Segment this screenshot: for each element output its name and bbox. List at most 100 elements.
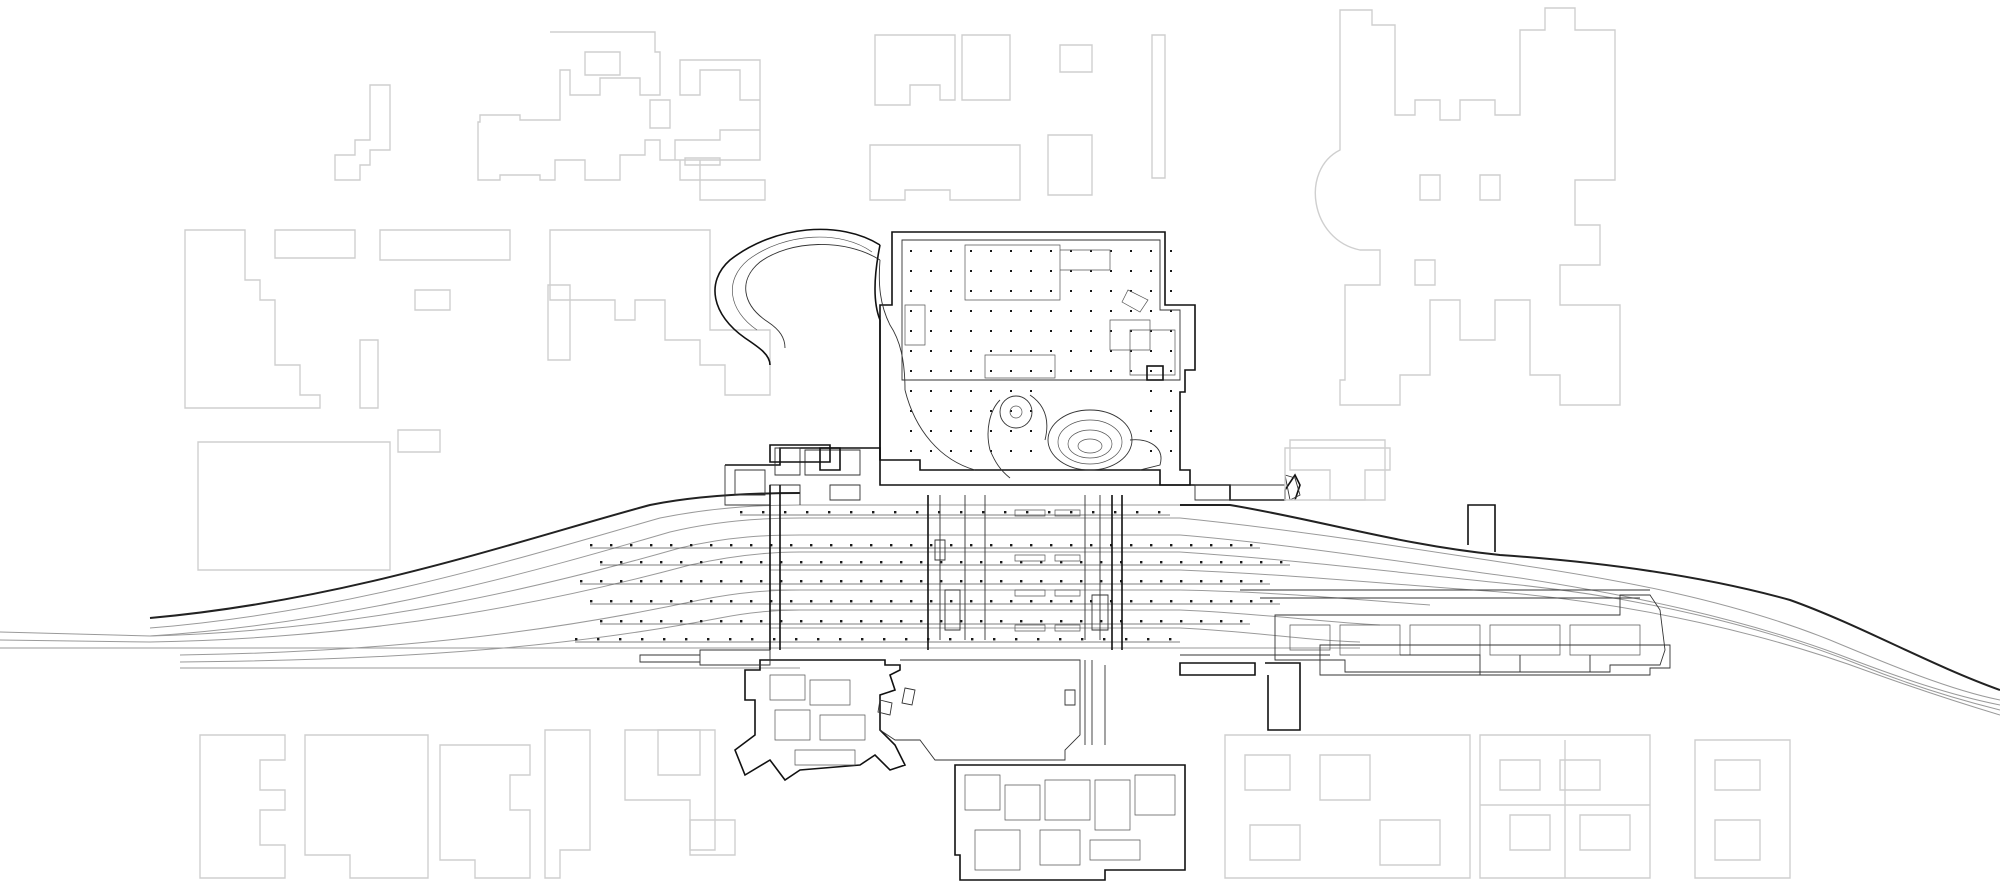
building-column (1030, 410, 1032, 412)
building-column (990, 350, 992, 352)
platform-column (1250, 600, 1253, 603)
platform-column (970, 544, 973, 547)
building-column (930, 430, 932, 432)
platform-column (861, 638, 864, 641)
platform-column (580, 580, 583, 583)
building-column (970, 290, 972, 292)
building-column (950, 370, 952, 372)
south-hall-west (734, 659, 907, 782)
platform-column (1150, 600, 1153, 603)
building-column (1050, 290, 1052, 292)
platform-column (730, 600, 733, 603)
atrium-ellipse-inner-1 (1057, 419, 1123, 465)
north-building-outline (879, 231, 1196, 486)
building-column (1110, 370, 1112, 372)
platform-column (751, 638, 754, 641)
round-stair-core (1009, 405, 1023, 419)
building-column (990, 410, 992, 412)
building-column (1050, 310, 1052, 312)
building-column (990, 290, 992, 292)
building-column (1050, 350, 1052, 352)
platform-column (1080, 620, 1083, 623)
building-column (930, 270, 932, 272)
platform-column (690, 544, 693, 547)
platform-column (1160, 580, 1163, 583)
east-platform-rooms (1289, 624, 1641, 656)
building-column (1170, 310, 1172, 312)
south-office-block (954, 764, 1186, 881)
platform-column (597, 638, 600, 641)
building-column (1170, 370, 1172, 372)
building-column (970, 330, 972, 332)
platform-column (949, 638, 952, 641)
platform-column (894, 511, 897, 514)
context-block-7 (184, 229, 321, 409)
building-column (1170, 250, 1172, 252)
track-west-7 (179, 609, 801, 663)
platform-column (1180, 561, 1183, 564)
building-column (930, 410, 932, 412)
track-north-1 (149, 504, 801, 629)
building-column (1130, 290, 1132, 292)
building-column (970, 410, 972, 412)
platform-column (940, 620, 943, 623)
platform-column (1140, 620, 1143, 623)
platform-column (890, 600, 893, 603)
track-east-6 (1179, 609, 1381, 626)
building-column (1150, 310, 1152, 312)
building-column (1050, 330, 1052, 332)
platform-column (980, 580, 983, 583)
platform-column (620, 620, 623, 623)
building-column (950, 290, 952, 292)
platform-column (1080, 561, 1083, 564)
building-column (1030, 430, 1032, 432)
building-column (910, 330, 912, 332)
building-column (930, 450, 932, 452)
platform-column (773, 638, 776, 641)
building-column (970, 390, 972, 392)
curved-passage (987, 394, 1048, 479)
platform-column (784, 511, 787, 514)
platform-column (1000, 561, 1003, 564)
platform-column (600, 620, 603, 623)
platform-column (971, 638, 974, 641)
building-column (1170, 350, 1172, 352)
hall-vertical-corridors (939, 495, 1101, 640)
context-block-5 (869, 144, 1021, 201)
building-column (1070, 310, 1072, 312)
platform-column (800, 620, 803, 623)
building-column (1030, 330, 1032, 332)
building-column (1050, 270, 1052, 272)
platform-column (850, 544, 853, 547)
building-column (1090, 330, 1092, 332)
context-block-6 (1047, 34, 1166, 196)
context-block-s1 (199, 734, 286, 879)
building-column (970, 350, 972, 352)
platform-column (680, 561, 683, 564)
platform-column (860, 620, 863, 623)
building-column (1030, 310, 1032, 312)
south-concourse-buildings (734, 659, 1186, 881)
building-column (990, 330, 992, 332)
hall-outline-north (725, 447, 1301, 501)
platform-column (710, 600, 713, 603)
platform-column (870, 544, 873, 547)
north-building-inner-wall (901, 239, 1181, 381)
platform-column (1160, 620, 1163, 623)
platform-column (770, 544, 773, 547)
building-column (910, 390, 912, 392)
building-column (1070, 370, 1072, 372)
north-concourse-building (879, 231, 1196, 486)
platform-column (1050, 600, 1053, 603)
building-column (1010, 310, 1012, 312)
platform-column (820, 561, 823, 564)
platform-column (1070, 544, 1073, 547)
building-column (1010, 270, 1012, 272)
building-column (930, 250, 932, 252)
platform-column (916, 511, 919, 514)
station-hall (724, 447, 1301, 650)
building-column (1010, 430, 1012, 432)
building-column (950, 250, 952, 252)
platform-column (840, 561, 843, 564)
platform-column (650, 544, 653, 547)
